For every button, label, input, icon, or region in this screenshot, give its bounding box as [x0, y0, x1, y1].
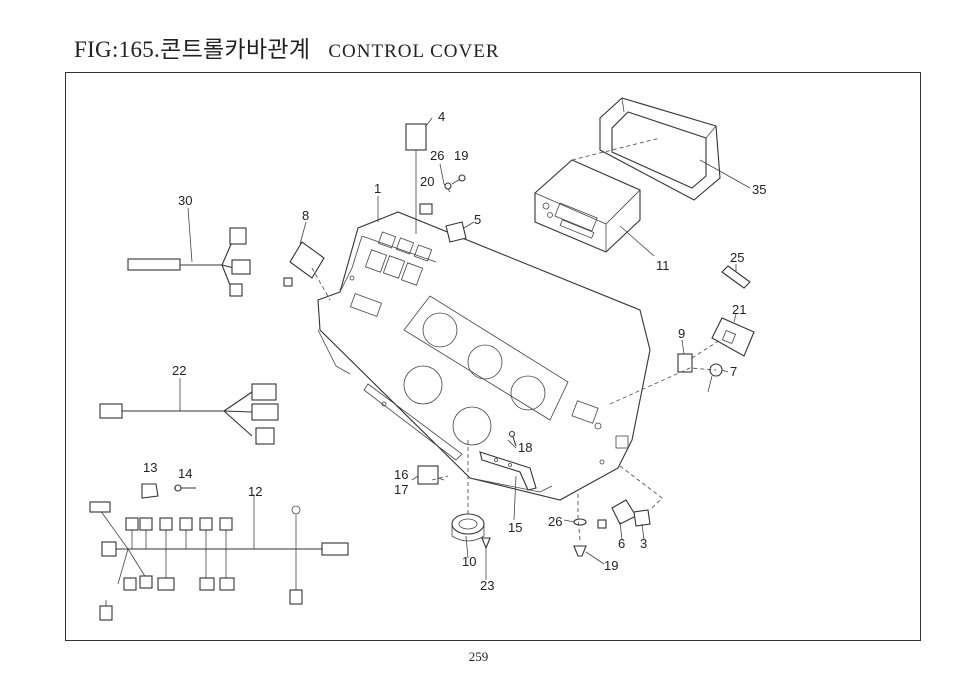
callout-15: 15 — [508, 520, 522, 535]
callout-9: 9 — [678, 326, 685, 341]
callout-17: 17 — [394, 482, 408, 497]
control-cover-panel — [317, 211, 651, 501]
callout-23: 23 — [480, 578, 494, 593]
diagram-frame — [65, 72, 921, 641]
callout-13: 13 — [143, 460, 157, 475]
callout-26-bottom: 26 — [548, 514, 562, 529]
callout-16: 16 — [394, 467, 408, 482]
callout-7: 7 — [730, 364, 737, 379]
callout-labels: 1 4 26 19 20 5 8 30 22 13 14 12 35 11 25… — [143, 109, 766, 593]
page-number: 259 — [468, 649, 489, 664]
figure-title-english: CONTROL COVER — [328, 41, 500, 62]
callout-14: 14 — [178, 466, 192, 481]
panel-bracket — [479, 451, 537, 491]
callout-10: 10 — [462, 554, 476, 569]
callout-11: 11 — [656, 258, 670, 273]
wiring-harness-12 — [89, 501, 349, 621]
callout-1: 1 — [374, 181, 381, 196]
callout-22: 22 — [172, 363, 186, 378]
callout-4: 4 — [438, 109, 445, 124]
callout-18: 18 — [518, 440, 532, 455]
figure-label: FIG:165. — [74, 37, 161, 62]
trim-frame — [599, 97, 721, 201]
callout-19-top: 19 — [454, 148, 468, 163]
callout-35: 35 — [752, 182, 766, 197]
assembly-lines — [311, 137, 721, 541]
callout-20: 20 — [420, 174, 434, 189]
callout-30: 30 — [178, 193, 192, 208]
figure-title-korean: 콘트롤카바관계 — [160, 37, 311, 62]
callout-6: 6 — [618, 536, 625, 551]
callout-25: 25 — [730, 250, 744, 265]
callout-26-top: 26 — [430, 148, 444, 163]
callout-5: 5 — [474, 212, 481, 227]
small-parts — [141, 123, 755, 557]
callout-leaders — [179, 117, 751, 580]
callout-12: 12 — [248, 484, 262, 499]
callout-3: 3 — [640, 536, 647, 551]
callout-19-bottom: 19 — [604, 558, 618, 573]
wiring-harness-22 — [99, 383, 279, 445]
figure-title: FIG:165.콘트롤카바관계 CONTROL COVER — [74, 30, 500, 64]
callout-21: 21 — [732, 302, 746, 317]
tachograph-unit — [534, 159, 641, 253]
callout-8: 8 — [302, 208, 309, 223]
wiring-harness-30 — [127, 227, 251, 297]
